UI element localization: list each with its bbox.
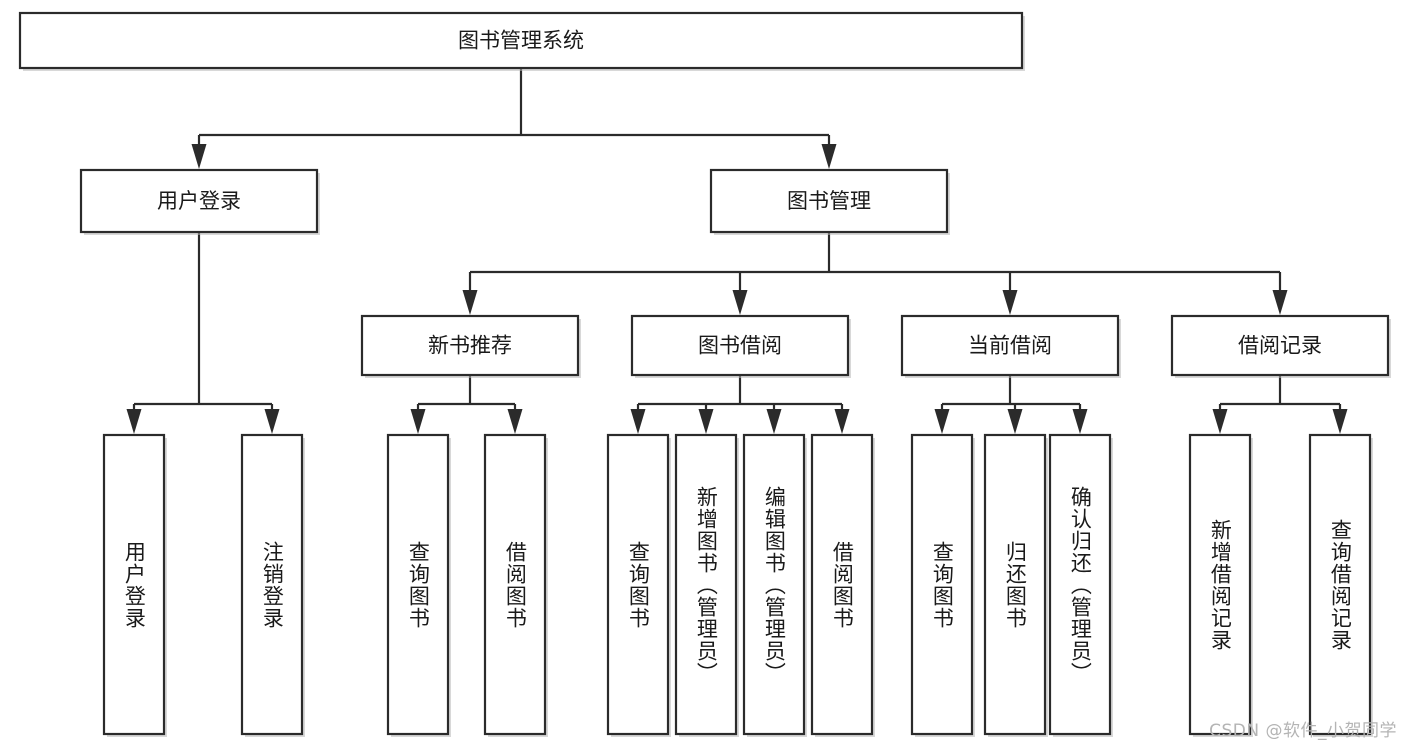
connector-group xyxy=(462,232,1288,315)
node-leaf-query-book-1[interactable] xyxy=(386,433,451,737)
arrow-head-icon xyxy=(1072,409,1088,434)
node-rect[interactable] xyxy=(79,168,319,234)
arrow-head-icon xyxy=(507,409,523,434)
node-rect[interactable] xyxy=(102,433,166,736)
arrow-head-icon xyxy=(821,144,837,169)
arrow-head-icon xyxy=(191,144,207,169)
node-leaf-add-book[interactable] xyxy=(674,433,739,737)
connector-layer xyxy=(126,68,1348,434)
node-rect[interactable] xyxy=(1048,433,1112,736)
arrow-head-icon xyxy=(1002,290,1018,315)
node-label: 新书推荐 xyxy=(428,334,512,358)
node-rect[interactable] xyxy=(1308,433,1372,736)
arrow-head-icon xyxy=(630,409,646,434)
node-rect[interactable] xyxy=(360,314,580,377)
node-book-manage[interactable] xyxy=(709,168,950,235)
arrow-head-icon xyxy=(766,409,782,434)
arrow-head-icon xyxy=(462,290,478,315)
node-root[interactable] xyxy=(18,11,1025,71)
arrow-head-icon xyxy=(834,409,850,434)
watermark-label: CSDN @软件_小贺同学 xyxy=(1209,721,1397,741)
node-label: 图书管理 xyxy=(787,189,871,213)
arrow-head-icon xyxy=(934,409,950,434)
node-leaf-query-book-3[interactable] xyxy=(910,433,975,737)
arrow-head-icon xyxy=(1332,409,1348,434)
node-rect[interactable] xyxy=(386,433,450,736)
arrow-head-icon xyxy=(1272,290,1288,315)
connector-group xyxy=(934,375,1088,434)
connector-group xyxy=(410,375,523,434)
node-rect[interactable] xyxy=(18,11,1024,70)
arrow-head-icon xyxy=(1212,409,1228,434)
arrow-head-icon xyxy=(410,409,426,434)
node-current-borrow[interactable] xyxy=(900,314,1121,378)
node-rect[interactable] xyxy=(910,433,974,736)
connector-group xyxy=(630,375,850,434)
box-layer xyxy=(18,11,1391,737)
node-new-book-recommend[interactable] xyxy=(360,314,581,378)
arrow-head-icon xyxy=(1007,409,1023,434)
node-label: 图书借阅 xyxy=(698,334,782,358)
node-leaf-borrow-book-1[interactable] xyxy=(483,433,548,737)
node-label: 图书管理系统 xyxy=(458,29,584,53)
node-rect[interactable] xyxy=(1170,314,1390,377)
node-rect[interactable] xyxy=(810,433,874,736)
node-rect[interactable] xyxy=(709,168,949,234)
node-leaf-edit-book[interactable] xyxy=(742,433,807,737)
node-rect[interactable] xyxy=(606,433,670,736)
connector-group xyxy=(1212,375,1348,434)
connector-group xyxy=(126,232,280,434)
arrow-head-icon xyxy=(698,409,714,434)
node-borrow-record[interactable] xyxy=(1170,314,1391,378)
node-rect[interactable] xyxy=(630,314,850,377)
node-leaf-user-login[interactable] xyxy=(102,433,167,737)
node-leaf-query-record[interactable] xyxy=(1308,433,1373,737)
node-label: 用户登录 xyxy=(157,189,241,213)
node-rect[interactable] xyxy=(240,433,304,736)
node-user-login[interactable] xyxy=(79,168,320,235)
connector-group xyxy=(191,68,837,169)
node-rect[interactable] xyxy=(900,314,1120,377)
node-book-borrow[interactable] xyxy=(630,314,851,378)
node-rect[interactable] xyxy=(983,433,1047,736)
node-rect[interactable] xyxy=(742,433,806,736)
node-rect[interactable] xyxy=(1188,433,1252,736)
node-leaf-logout[interactable] xyxy=(240,433,305,737)
node-rect[interactable] xyxy=(674,433,738,736)
node-leaf-return-book[interactable] xyxy=(983,433,1048,737)
node-leaf-query-book-2[interactable] xyxy=(606,433,671,737)
arrow-head-icon xyxy=(126,409,142,434)
node-rect[interactable] xyxy=(483,433,547,736)
arrow-head-icon xyxy=(264,409,280,434)
node-leaf-add-record[interactable] xyxy=(1188,433,1253,737)
node-label: 借阅记录 xyxy=(1238,334,1322,358)
node-leaf-borrow-book-2[interactable] xyxy=(810,433,875,737)
node-label: 当前借阅 xyxy=(968,334,1052,358)
arrow-head-icon xyxy=(732,290,748,315)
node-leaf-confirm-return[interactable] xyxy=(1048,433,1113,737)
